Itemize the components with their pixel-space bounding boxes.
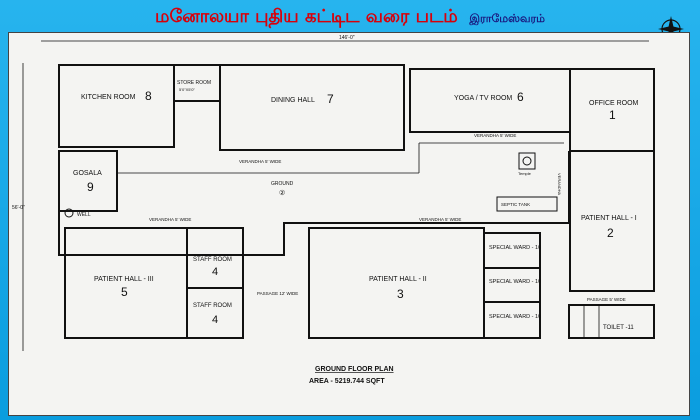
title-main: மனோலயா புதிய கட்டிட வரை படம் [154,6,458,27]
room-patient1-number: 2 [607,226,614,240]
room-sw1-label: SPECIAL WARD - 10 [489,245,541,251]
ground-number: ② [279,189,285,197]
room-dining-label: DINING HALL [271,97,315,104]
footer-title: GROUND FLOOR PLAN [315,366,394,373]
room-sw3-label: SPECIAL WARD - 10 [489,314,541,320]
floor-plan: KITCHEN ROOM 8 STORE ROOM 5'0"X5'0" DINI… [12,35,655,385]
room-sw2-label: SPECIAL WARD - 10 [489,279,541,285]
room-kitchen-label: KITCHEN ROOM [81,94,136,101]
poster-title: மனோலயா புதிய கட்டிட வரை படம் இராமேஸ்வரம் [120,6,580,28]
room-store-dims: 5'0"X5'0" [179,87,196,92]
room-yoga-label: YOGA / TV ROOM [454,95,512,102]
room-store-label: STORE ROOM [177,80,211,86]
room-patient3-number: 5 [121,285,128,299]
room-yoga-number: 6 [517,90,524,104]
room-toilet-label: TOILET -11 [603,325,634,331]
septic-label: SEPTIC TANK [501,202,530,207]
room-patient3-label: PATIENT HALL - III [94,276,154,283]
overall-depth: 56'-0" [12,205,25,211]
room-gosala-label: GOSALA [73,170,102,177]
room-staff-a-number: 4 [212,266,218,278]
room-patient1-label: PATIENT HALL - I [581,215,637,222]
footer-area: AREA - 5219.744 SQFT [309,378,385,385]
room-staff-a-label: STAFF ROOM [193,257,232,263]
room-kitchen-number: 8 [145,89,152,103]
ground-label: GROUND [271,181,294,187]
verandha-low2: VERANDHA 5' WIDE [419,217,461,222]
title-place: இராமேஸ்வரம் [469,12,546,25]
room-office-number: 1 [609,108,616,122]
room-dining-number: 7 [327,92,334,106]
overall-width: 146'-0" [339,35,355,41]
room-office-label: OFFICE ROOM [589,100,639,107]
well-label: WELL [77,212,91,218]
verandha-mid: VERANDHA 5' WIDE [474,133,516,138]
floor-plan-sheet: KITCHEN ROOM 8 STORE ROOM 5'0"X5'0" DINI… [8,32,690,416]
passage-left: PASSAGE 12' WIDE [257,291,298,296]
room-staff-b-number: 4 [212,314,218,326]
temple-label: Temple [518,171,532,176]
room-patient2-number: 3 [397,287,404,301]
room-gosala-number: 9 [87,180,94,194]
room-patient2-label: PATIENT HALL - II [369,276,427,283]
verandha-side: VERANDHA [557,173,562,196]
verandha-top: VERANDHA 5' WIDE [239,159,281,164]
verandha-low1: VERANDHA 5' WIDE [149,217,191,222]
room-staff-b-label: STAFF ROOM [193,303,232,309]
passage-right: PASSAGE 5' WIDE [587,297,626,302]
